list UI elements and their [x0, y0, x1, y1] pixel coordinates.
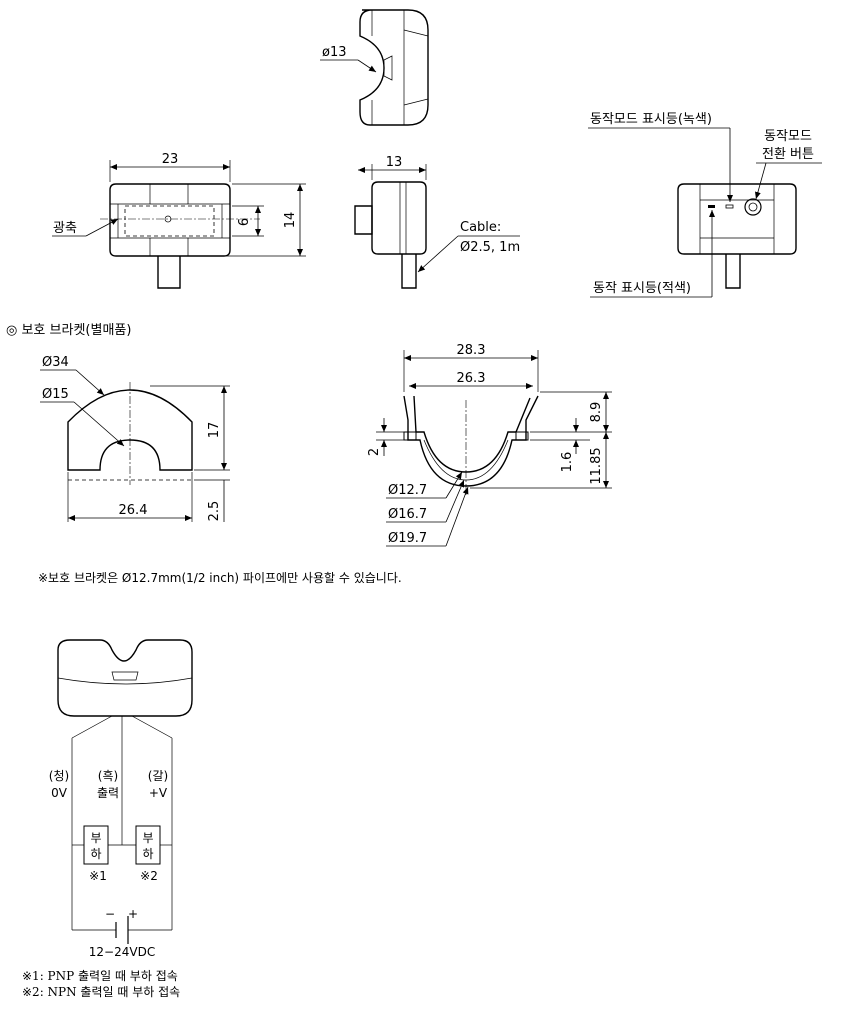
bracket-diameter-34: Ø34 [42, 355, 69, 370]
wire-brown-color: (갈) [148, 769, 168, 783]
bracket-diameter-15: Ø15 [42, 387, 69, 402]
wire-blue-name: 0V [51, 786, 68, 800]
bracket-diameter-19-7: Ø19.7 [388, 531, 427, 546]
wire-brown-name: +V [149, 786, 168, 800]
load-1-mark: ※1 [89, 869, 107, 883]
bracket-note: ※보호 브라켓은 Ø12.7mm(1/2 inch) 파이프에만 사용할 수 있… [38, 571, 402, 585]
bracket-front-view: 26.4 17 2.5 Ø34 Ø15 [40, 355, 230, 522]
front-height-label: 14 [283, 212, 298, 229]
sensor-body-icon [57, 639, 193, 717]
front-slot-label: 6 [237, 218, 252, 226]
front-width-label: 23 [162, 152, 179, 167]
sensor-front-view: 23 14 6 광축 [52, 152, 306, 289]
sensor-top-view: ø13 [320, 9, 429, 126]
battery-minus: − [105, 907, 115, 921]
load-2-mark: ※2 [140, 869, 158, 883]
bracket-height-2-5: 2.5 [207, 501, 222, 522]
bracket-side-view: 28.3 26.3 8.9 11.85 1.6 2 Ø12.7 Ø16.7 Ø1… [367, 343, 612, 547]
sensor-side-view: 13 Cable: Ø2.5, 1m [354, 155, 520, 289]
optical-axis-label: 광축 [53, 221, 77, 236]
cable-label-line2: Ø2.5, 1m [460, 240, 520, 255]
wire-blue-color: (청) [49, 769, 69, 783]
circuit-note-1: ※1: PNP 출력일 때 부하 접속 [22, 969, 178, 983]
bracket-diameter-12-7: Ø12.7 [388, 483, 427, 498]
top-view-diameter-label: ø13 [322, 45, 347, 60]
operation-led-label: 동작 표시등(적색) [593, 281, 691, 296]
supply-voltage-label: 12−24VDC [89, 945, 155, 959]
bracket-height-2: 2 [367, 448, 382, 456]
circuit-note-2: ※2: NPN 출력일 때 부하 접속 [22, 985, 180, 999]
wire-black-name: 출력 [97, 786, 119, 800]
mode-switch-label-line2: 전환 버튼 [762, 147, 814, 162]
load-2-label-line1: 부 [142, 831, 153, 845]
bracket-height-11-85: 11.85 [589, 447, 604, 484]
mode-led-label: 동작모드 표시등(녹색) [590, 112, 712, 127]
wiring-diagram: (청) 0V (흑) 출력 (갈) +V 부 하 부 하 ※1 ※2 − + 1… [22, 639, 193, 999]
load-1-label-line2: 하 [90, 847, 101, 861]
bracket-section-title: ◎ 보호 브라켓(별매품) [6, 323, 131, 338]
mode-switch-label-line1: 동작모드 [764, 129, 812, 144]
wire-black-color: (흑) [98, 769, 118, 783]
bracket-width-26-4: 26.4 [119, 503, 148, 518]
mode-switch-button-icon [744, 198, 762, 216]
bracket-width-26-3: 26.3 [457, 371, 486, 386]
bracket-height-1-6: 1.6 [560, 452, 575, 473]
mode-led-icon [725, 204, 734, 209]
bracket-height-17: 17 [207, 422, 222, 439]
side-depth-label: 13 [386, 155, 403, 170]
load-2-label-line2: 하 [142, 847, 153, 861]
bracket-width-28-3: 28.3 [457, 343, 486, 358]
bracket-height-8-9: 8.9 [589, 402, 604, 423]
operation-led-icon [708, 205, 715, 208]
bracket-diameter-16-7: Ø16.7 [388, 507, 427, 522]
load-1-label-line1: 부 [90, 831, 101, 845]
sensor-indicator-view: 동작모드 표시등(녹색) 동작모드 전환 버튼 동작 표시등(적색) [588, 112, 822, 298]
battery-plus: + [128, 907, 138, 921]
cable-label-line1: Cable: [460, 220, 501, 235]
load-2-box [135, 825, 161, 865]
